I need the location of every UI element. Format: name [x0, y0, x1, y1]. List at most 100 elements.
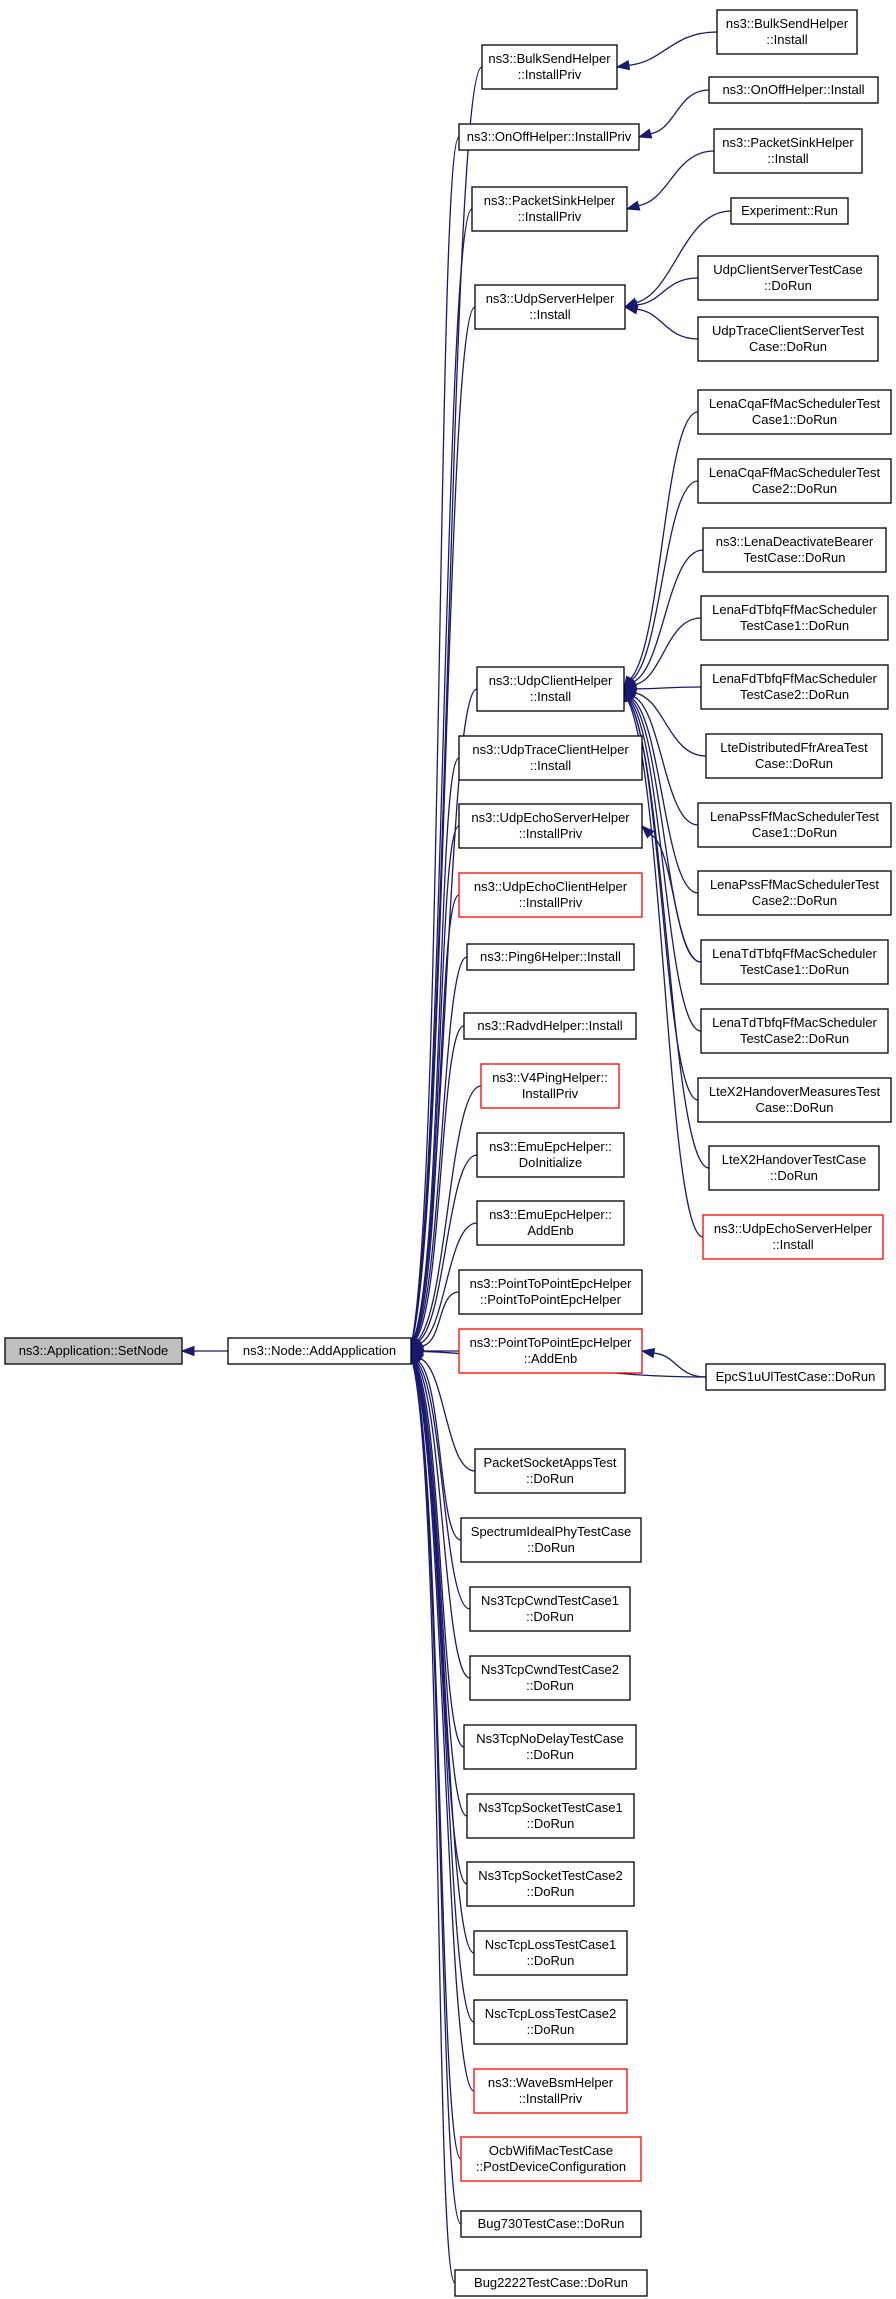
node-nodelay[interactable]: Ns3TcpNoDelayTestCase::DoRun	[463, 1724, 637, 1770]
node-udpechoclient-priv[interactable]: ns3::UdpEchoClientHelper::InstallPriv	[458, 872, 643, 918]
node-onoff-priv[interactable]: ns3::OnOffHelper::InstallPriv	[458, 123, 640, 151]
node-label: UdpClientServerTestCase	[713, 262, 863, 277]
node-udpserver-install[interactable]: ns3::UdpServerHelper::Install	[474, 284, 626, 330]
node-packetsink-priv[interactable]: ns3::PacketSinkHelper::InstallPriv	[471, 186, 628, 232]
node-box	[471, 186, 628, 232]
node-socket2[interactable]: Ns3TcpSocketTestCase2::DoRun	[466, 1861, 635, 1907]
node-nscloss1[interactable]: NscTcpLossTestCase1::DoRun	[473, 1930, 628, 1976]
node-label: ::Install	[766, 32, 807, 47]
node-p2p-addenb[interactable]: ns3::PointToPointEpcHelper::AddEnb	[458, 1328, 643, 1374]
node-label: EpcS1uUlTestCase::DoRun	[716, 1369, 876, 1384]
node-box	[730, 197, 849, 225]
node-box	[458, 735, 643, 781]
node-label: ::DoRun	[527, 1953, 575, 1968]
node-experiment[interactable]: Experiment::Run	[730, 197, 849, 225]
node-setnode[interactable]: ns3::Application::SetNode	[4, 1337, 183, 1365]
node-cwnd1[interactable]: Ns3TcpCwndTestCase1::DoRun	[469, 1586, 631, 1632]
node-label: ns3::PointToPointEpcHelper	[470, 1276, 633, 1291]
node-packetsink-install[interactable]: ns3::PacketSinkHelper::Install	[713, 128, 863, 174]
edge-line	[650, 833, 702, 963]
node-udpechoserver-priv[interactable]: ns3::UdpEchoServerHelper::InstallPriv	[458, 803, 643, 849]
node-box	[476, 1132, 625, 1178]
node-emu-init[interactable]: ns3::EmuEpcHelper::DoInitialize	[476, 1132, 625, 1178]
node-radvd[interactable]: ns3::RadvdHelper::Install	[463, 1012, 637, 1040]
node-addapp[interactable]: ns3::Node::AddApplication	[227, 1337, 412, 1365]
node-box	[697, 870, 892, 916]
node-wavebsm[interactable]: ns3::WaveBsmHelper::InstallPriv	[473, 2068, 628, 2114]
node-spectrum[interactable]: SpectrumIdealPhyTestCase::DoRun	[460, 1517, 642, 1563]
node-label: UdpTraceClientServerTest	[712, 323, 864, 338]
node-bulksend-priv[interactable]: ns3::BulkSendHelper::InstallPriv	[481, 44, 618, 90]
edge-arrowhead	[180, 1345, 195, 1357]
node-label: ::Install	[772, 1237, 813, 1252]
node-packetsocket[interactable]: PacketSocketAppsTest::DoRun	[474, 1448, 626, 1494]
edge-line	[627, 700, 704, 1238]
node-v4ping[interactable]: ns3::V4PingHelper::InstallPriv	[480, 1063, 620, 1109]
node-udpechoserver-install[interactable]: ns3::UdpEchoServerHelper::Install	[702, 1214, 884, 1260]
edge-line	[633, 549, 704, 683]
node-socket1[interactable]: Ns3TcpSocketTestCase1::DoRun	[466, 1793, 635, 1839]
node-label: ::InstallPriv	[519, 895, 583, 910]
edge-line	[414, 956, 468, 1340]
node-box	[458, 803, 643, 849]
node-box	[458, 1269, 643, 1315]
node-label: ::PointToPointEpcHelper	[480, 1292, 622, 1307]
edge-line	[415, 1361, 471, 1679]
node-ping6[interactable]: ns3::Ping6Helper::Install	[466, 943, 635, 971]
node-cwnd2[interactable]: Ns3TcpCwndTestCase2::DoRun	[469, 1655, 631, 1701]
node-label: ns3::BulkSendHelper	[488, 51, 611, 66]
node-label: SpectrumIdealPhyTestCase	[471, 1524, 631, 1539]
node-box	[476, 1200, 625, 1246]
node-box	[460, 2136, 642, 2182]
edge-line	[420, 1357, 476, 1472]
node-p2p-ctor[interactable]: ns3::PointToPointEpcHelper::PointToPoint…	[458, 1269, 643, 1315]
edge-cqa1-to-udpclient-install	[623, 411, 699, 691]
node-udpclientserver[interactable]: UdpClientServerTestCase::DoRun	[697, 255, 879, 301]
node-label: TestCase::DoRun	[744, 550, 846, 565]
node-udptrace-install[interactable]: ns3::UdpTraceClientHelper::Install	[458, 735, 643, 781]
node-udpclient-install[interactable]: ns3::UdpClientHelper::Install	[476, 666, 625, 712]
node-label: ns3::UdpEchoServerHelper	[471, 810, 630, 825]
node-label: ns3::PointToPointEpcHelper	[470, 1335, 633, 1350]
edge-line	[636, 210, 732, 304]
node-label: ::DoRun	[527, 1816, 575, 1831]
edge-line	[413, 825, 460, 1340]
node-box	[700, 664, 889, 710]
node-emu-addenb[interactable]: ns3::EmuEpcHelper::AddEnb	[476, 1200, 625, 1246]
node-label: ns3::OnOffHelper::Install	[722, 82, 864, 97]
node-box	[474, 284, 626, 330]
node-label: ns3::EmuEpcHelper::	[489, 1207, 612, 1222]
node-nscloss2[interactable]: NscTcpLossTestCase2::DoRun	[473, 1999, 628, 2045]
node-bug2222[interactable]: Bug2222TestCase::DoRun	[454, 2269, 648, 2297]
node-bulksend-install[interactable]: ns3::BulkSendHelper::Install	[716, 9, 858, 55]
node-ocb[interactable]: OcbWifiMacTestCase::PostDeviceConfigurat…	[460, 2136, 642, 2182]
edge-line	[416, 1085, 482, 1342]
node-box	[697, 316, 879, 362]
node-label: ns3::WaveBsmHelper	[488, 2075, 614, 2090]
node-box	[697, 389, 892, 435]
node-x2handover[interactable]: LteX2HandoverTestCase::DoRun	[708, 1145, 880, 1191]
node-epcs1u[interactable]: EpcS1uUlTestCase::DoRun	[705, 1363, 886, 1391]
edge-line	[412, 1362, 475, 2092]
node-box	[4, 1337, 183, 1365]
node-label: ns3::V4PingHelper::	[492, 1070, 608, 1085]
node-onoff-install[interactable]: ns3::OnOffHelper::Install	[708, 76, 879, 104]
edge-arrowhead	[640, 824, 655, 839]
node-label: ::Install	[530, 689, 571, 704]
node-box	[463, 1724, 637, 1770]
node-box	[700, 1008, 889, 1054]
node-bug730[interactable]: Bug730TestCase::DoRun	[460, 2210, 642, 2238]
edge-arrowhead	[615, 59, 631, 71]
